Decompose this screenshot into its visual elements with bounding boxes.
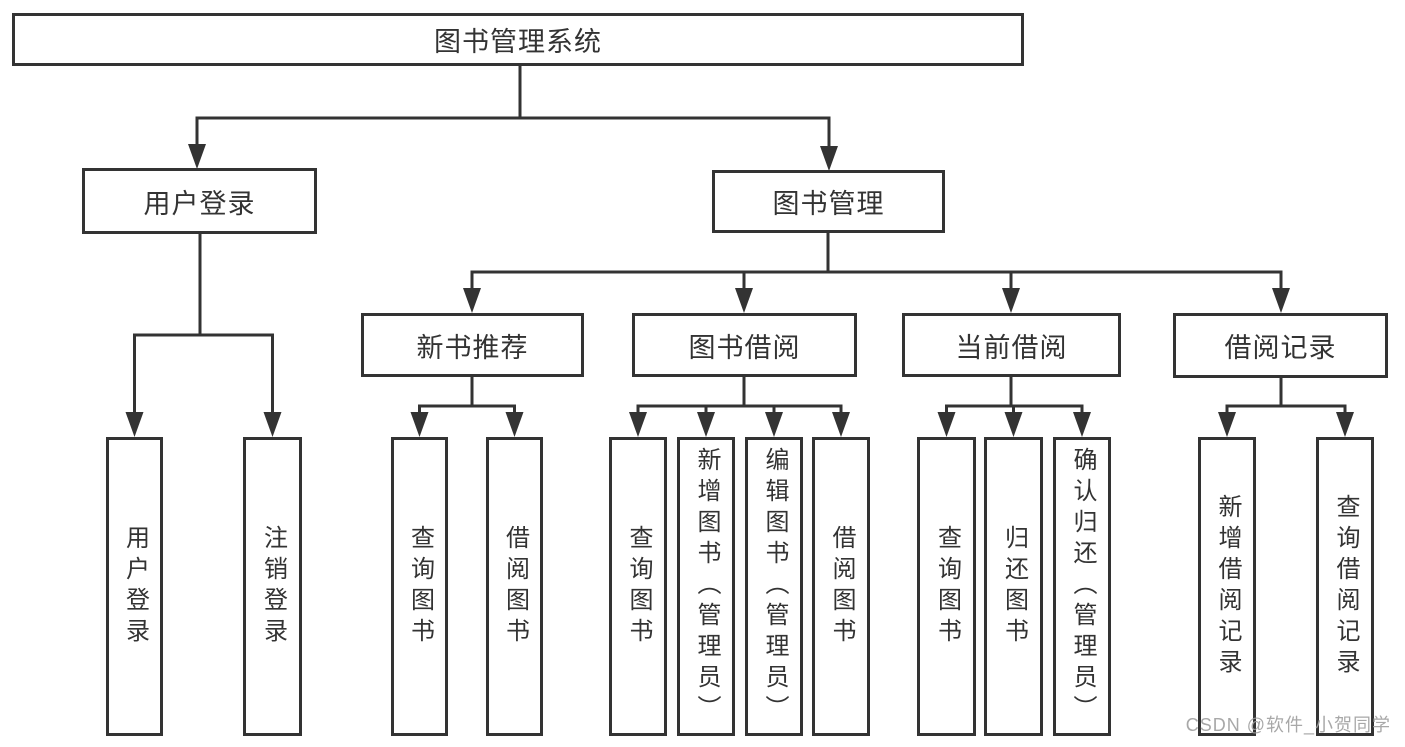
leaf-edit-book-admin: 编辑图书（管理员） [745,437,803,736]
connector-borrowing-records [1225,377,1347,414]
connector-book-borrowing [636,377,843,414]
arrowheads-borrowing-records [1218,412,1354,437]
leaf-return-books: 归还图书 [984,437,1043,736]
node-new-book-recommendation-label: 新书推荐 [416,332,529,363]
arrowheads-new-book [410,412,524,437]
leaf-query-books-current: 查询图书 [917,437,976,736]
node-book-management: 图书管理 [712,170,945,233]
leaf-query-books-recommend: 查询图书 [391,437,448,736]
connector-current-borrowing [945,377,1084,414]
node-current-borrowing: 当前借阅 [902,313,1121,377]
leaf-user-login-label: 用户登录 [121,524,149,649]
node-book-borrowing: 图书借阅 [632,313,857,377]
node-borrowing-records-label: 借阅记录 [1224,333,1337,363]
node-borrowing-records: 借阅记录 [1173,313,1388,378]
arrowheads-book-borrowing [629,412,850,437]
leaf-add-borrow-record-label: 新增借阅记录 [1214,493,1241,680]
leaf-logout-label: 注销登录 [259,524,287,649]
node-root-label: 图书管理系统 [434,27,602,57]
leaf-add-book-admin: 新增图书（管理员） [677,437,735,736]
node-user-login-label: 用户登录 [143,188,256,219]
connector-book-management [470,233,1283,290]
leaf-logout: 注销登录 [243,437,302,736]
leaf-borrow-books-borrowing: 借阅图书 [812,437,870,736]
arrowheads-root [188,144,838,171]
leaf-borrow-books-borrowing-label: 借阅图书 [828,524,855,649]
leaf-add-book-admin-label: 新增图书（管理员） [693,447,720,726]
arrowheads-user-login [125,412,282,437]
arrowheads-current-borrowing [937,412,1091,437]
node-current-borrowing-label: 当前借阅 [955,332,1068,363]
leaf-query-borrow-record-label: 查询借阅记录 [1332,493,1359,680]
node-user-login: 用户登录 [82,168,317,234]
leaf-confirm-return-admin-label: 确认归还（管理员） [1069,447,1096,726]
leaf-confirm-return-admin: 确认归还（管理员） [1053,437,1111,736]
leaf-query-books-recommend-label: 查询图书 [406,524,434,649]
leaf-query-books-current-label: 查询图书 [933,524,961,649]
connector-root [195,66,831,148]
node-root-library-system: 图书管理系统 [12,13,1024,66]
leaf-query-books-borrowing: 查询图书 [609,437,667,736]
leaf-borrow-books-recommend: 借阅图书 [486,437,543,736]
node-book-borrowing-label: 图书借阅 [688,332,801,363]
connector-user-login [133,234,274,414]
arrowheads-book-management [463,288,1290,313]
node-book-management-label: 图书管理 [772,189,885,219]
node-new-book-recommendation: 新书推荐 [361,313,584,377]
leaf-edit-book-admin-label: 编辑图书（管理员） [761,447,788,726]
csdn-watermark: CSDN @软件_小贺同学 [1185,715,1391,735]
leaf-query-borrow-record: 查询借阅记录 [1316,437,1374,736]
leaf-add-borrow-record: 新增借阅记录 [1198,437,1256,736]
leaf-borrow-books-recommend-label: 借阅图书 [501,524,529,649]
leaf-query-books-borrowing-label: 查询图书 [625,524,652,649]
leaf-return-books-label: 归还图书 [1000,524,1028,649]
leaf-user-login: 用户登录 [106,437,163,736]
connector-new-book [418,377,516,414]
